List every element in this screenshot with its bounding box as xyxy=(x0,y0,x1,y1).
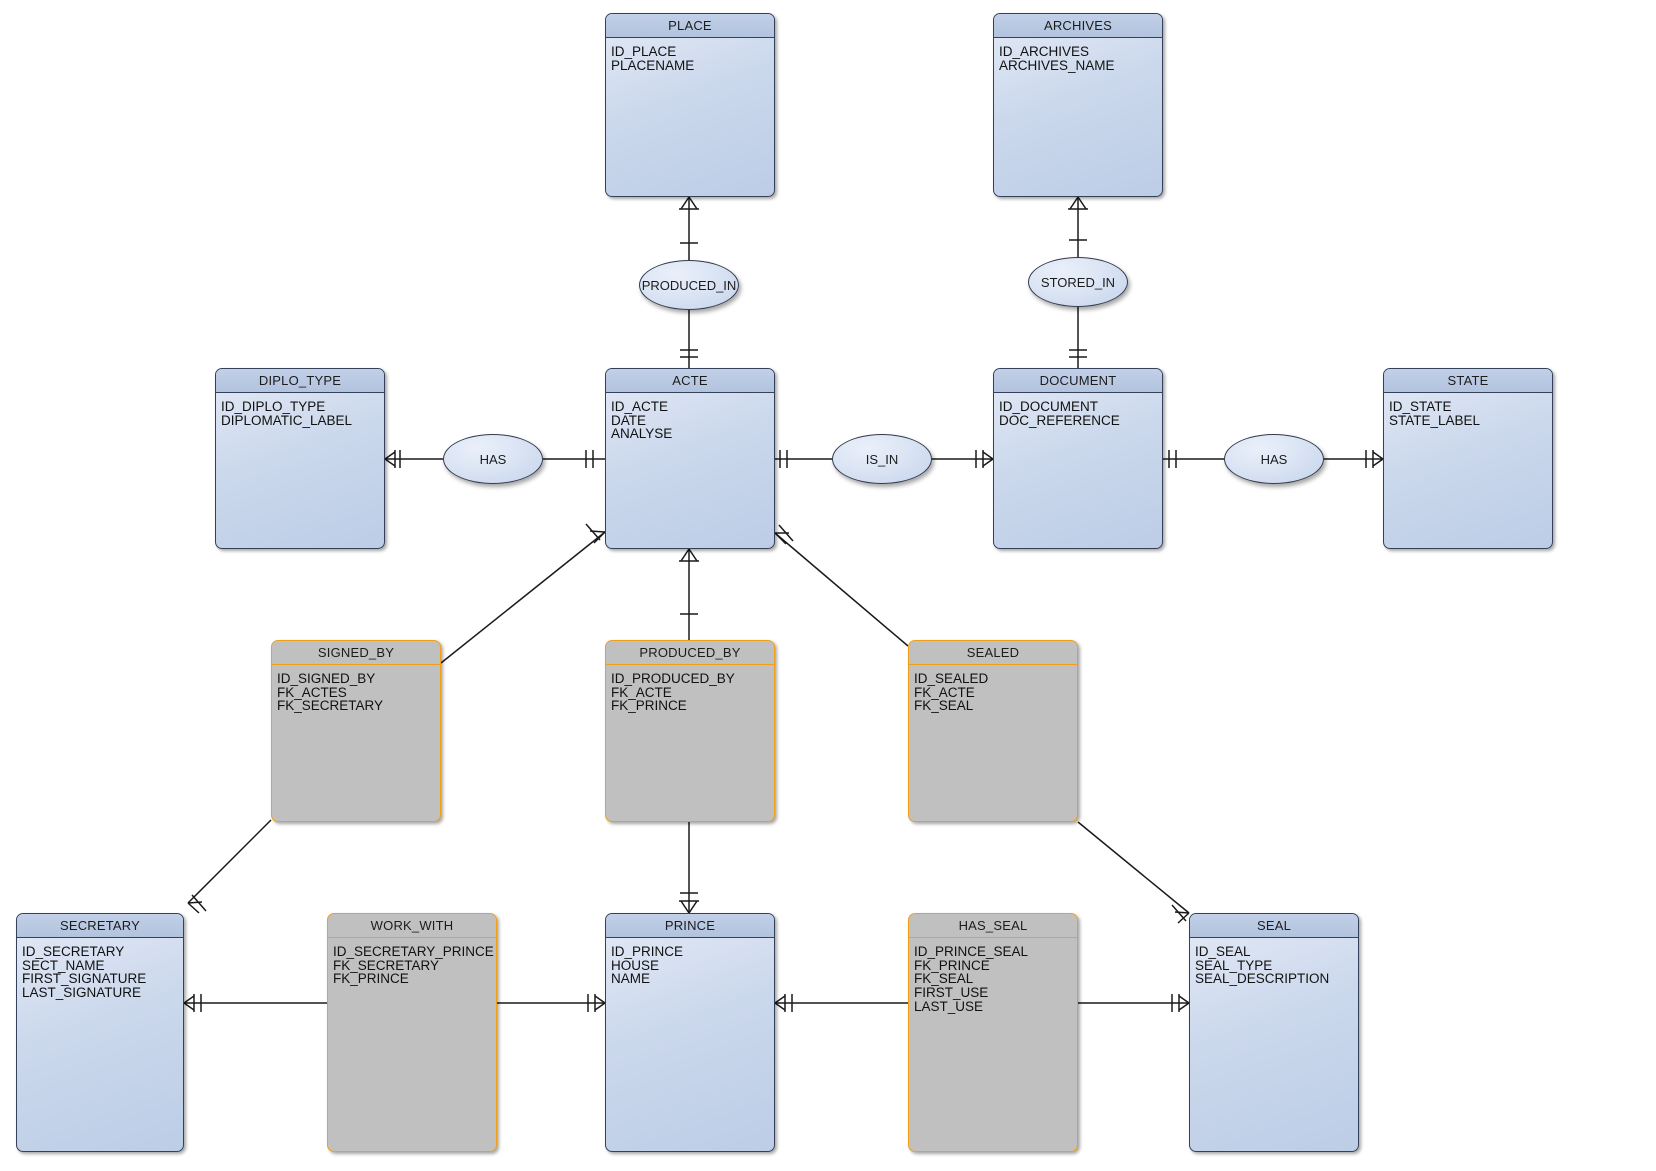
attribute: ID_PRINCE_SEAL xyxy=(914,944,1029,959)
entity-title: HAS_SEAL xyxy=(909,914,1077,938)
attribute: ID_PRINCE xyxy=(611,944,684,959)
entity-place[interactable]: PLACE ID_PLACE PLACENAME xyxy=(605,13,775,197)
attribute: FK_ACTE xyxy=(611,684,672,700)
relationship-produced-in[interactable]: PRODUCED_IN xyxy=(639,260,739,310)
entity-title: SECRETARY xyxy=(17,914,183,938)
attribute: FK_SECRETARY xyxy=(277,698,384,714)
entity-signed-by[interactable]: SIGNED_BY ID_SIGNED_BY FK_ACTES FK_SECRE… xyxy=(271,640,441,822)
attribute: ID_SECRETARY xyxy=(22,944,125,959)
attribute: FK_PRINCE xyxy=(914,957,990,973)
attribute: HOUSE xyxy=(611,957,660,973)
attribute: DOC_REFERENCE xyxy=(999,412,1120,428)
attribute: ID_PLACE xyxy=(611,44,677,59)
attribute: FK_SEAL xyxy=(914,971,974,987)
entity-title: ARCHIVES xyxy=(994,14,1162,38)
entity-archives[interactable]: ARCHIVES ID_ARCHIVES ARCHIVES_NAME xyxy=(993,13,1163,197)
relationship-label: STORED_IN xyxy=(1040,274,1116,290)
attribute-list: ID_PRINCE HOUSE NAME xyxy=(606,938,774,986)
attribute: ID_SIGNED_BY xyxy=(277,671,376,686)
relationship-has-diplo-type[interactable]: HAS xyxy=(443,434,543,484)
attribute: ID_DOCUMENT xyxy=(999,399,1099,414)
attribute: STATE_LABEL xyxy=(1389,412,1481,428)
entity-title: SEAL xyxy=(1190,914,1358,938)
attribute: DATE xyxy=(611,412,647,428)
relationship-label: HAS xyxy=(479,451,507,467)
attribute: LAST_USE xyxy=(914,998,984,1014)
attribute-list: ID_SEALED FK_ACTE FK_SEAL xyxy=(909,665,1077,713)
attribute-list: ID_SECRETARY SECT_NAME FIRST_SIGNATURE L… xyxy=(17,938,183,1000)
relationship-is-in[interactable]: IS_IN xyxy=(832,434,932,484)
entity-has-seal[interactable]: HAS_SEAL ID_PRINCE_SEAL FK_PRINCE FK_SEA… xyxy=(908,913,1078,1152)
attribute: ID_SECRETARY_PRINCE xyxy=(333,944,494,959)
entity-title: STATE xyxy=(1384,369,1552,393)
attribute: SEAL_DESCRIPTION xyxy=(1195,971,1330,987)
entity-title: ACTE xyxy=(606,369,774,393)
attribute: FK_SECRETARY xyxy=(333,957,440,973)
entity-produced-by[interactable]: PRODUCED_BY ID_PRODUCED_BY FK_ACTE FK_PR… xyxy=(605,640,775,822)
attribute: DIPLOMATIC_LABEL xyxy=(221,412,353,428)
attribute: NAME xyxy=(611,971,651,987)
entity-secretary[interactable]: SECRETARY ID_SECRETARY SECT_NAME FIRST_S… xyxy=(16,913,184,1152)
entity-title: PRODUCED_BY xyxy=(606,641,774,665)
attribute: ID_SEALED xyxy=(914,671,989,686)
attribute: ANALYSE xyxy=(611,426,673,442)
attribute: LAST_SIGNATURE xyxy=(22,985,142,1001)
attribute: FK_PRINCE xyxy=(611,698,687,714)
relationship-label: HAS xyxy=(1260,451,1288,467)
attribute: FK_SEAL xyxy=(914,698,974,714)
attribute: FK_ACTES xyxy=(277,684,347,700)
attribute-list: ID_PRINCE_SEAL FK_PRINCE FK_SEAL FIRST_U… xyxy=(909,938,1077,1014)
attribute: FK_ACTE xyxy=(914,684,975,700)
attribute: ID_SEAL xyxy=(1195,944,1251,959)
edge-acte-signedby xyxy=(440,531,606,664)
attribute: ARCHIVES_NAME xyxy=(999,57,1115,73)
entity-document[interactable]: DOCUMENT ID_DOCUMENT DOC_REFERENCE xyxy=(993,368,1163,549)
attribute-list: ID_SEAL SEAL_TYPE SEAL_DESCRIPTION xyxy=(1190,938,1358,986)
entity-work-with[interactable]: WORK_WITH ID_SECRETARY_PRINCE FK_SECRETA… xyxy=(327,913,497,1152)
attribute: FK_PRINCE xyxy=(333,971,409,987)
attribute-list: ID_DIPLO_TYPE DIPLOMATIC_LABEL xyxy=(216,393,384,427)
entity-title: SIGNED_BY xyxy=(272,641,440,665)
relationship-stored-in[interactable]: STORED_IN xyxy=(1028,257,1128,307)
attribute: ID_DIPLO_TYPE xyxy=(221,399,326,414)
edge-sealed-seal xyxy=(1077,821,1190,914)
entity-title: PLACE xyxy=(606,14,774,38)
attribute: SECT_NAME xyxy=(22,957,105,973)
edge-signedby-secretary xyxy=(187,819,272,904)
entity-title: DOCUMENT xyxy=(994,369,1162,393)
attribute: SEAL_TYPE xyxy=(1195,957,1273,973)
attribute: PLACENAME xyxy=(611,57,695,73)
relationship-label: PRODUCED_IN xyxy=(641,277,737,293)
attribute-list: ID_SECRETARY_PRINCE FK_SECRETARY FK_PRIN… xyxy=(328,938,496,986)
entity-prince[interactable]: PRINCE ID_PRINCE HOUSE NAME xyxy=(605,913,775,1152)
relationship-label: IS_IN xyxy=(865,451,899,467)
entity-title: DIPLO_TYPE xyxy=(216,369,384,393)
attribute-list: ID_DOCUMENT DOC_REFERENCE xyxy=(994,393,1162,427)
attribute-list: ID_SIGNED_BY FK_ACTES FK_SECRETARY xyxy=(272,665,440,713)
attribute: ID_PRODUCED_BY xyxy=(611,671,735,686)
edge-acte-sealed xyxy=(774,532,909,647)
entity-acte[interactable]: ACTE ID_ACTE DATE ANALYSE xyxy=(605,368,775,549)
entity-title: WORK_WITH xyxy=(328,914,496,938)
attribute-list: ID_PLACE PLACENAME xyxy=(606,38,774,72)
relationship-has-state[interactable]: HAS xyxy=(1224,434,1324,484)
attribute: FIRST_USE xyxy=(914,985,989,1001)
entity-title: SEALED xyxy=(909,641,1077,665)
attribute-list: ID_STATE STATE_LABEL xyxy=(1384,393,1552,427)
entity-sealed[interactable]: SEALED ID_SEALED FK_ACTE FK_SEAL xyxy=(908,640,1078,822)
attribute-list: ID_PRODUCED_BY FK_ACTE FK_PRINCE xyxy=(606,665,774,713)
attribute: FIRST_SIGNATURE xyxy=(22,971,147,987)
entity-state[interactable]: STATE ID_STATE STATE_LABEL xyxy=(1383,368,1553,549)
attribute: ID_ACTE xyxy=(611,399,669,414)
entity-title: PRINCE xyxy=(606,914,774,938)
entity-diplo-type[interactable]: DIPLO_TYPE ID_DIPLO_TYPE DIPLOMATIC_LABE… xyxy=(215,368,385,549)
attribute-list: ID_ACTE DATE ANALYSE xyxy=(606,393,774,441)
attribute-list: ID_ARCHIVES ARCHIVES_NAME xyxy=(994,38,1162,72)
attribute: ID_STATE xyxy=(1389,399,1452,414)
entity-seal[interactable]: SEAL ID_SEAL SEAL_TYPE SEAL_DESCRIPTION xyxy=(1189,913,1359,1152)
attribute: ID_ARCHIVES xyxy=(999,44,1090,59)
